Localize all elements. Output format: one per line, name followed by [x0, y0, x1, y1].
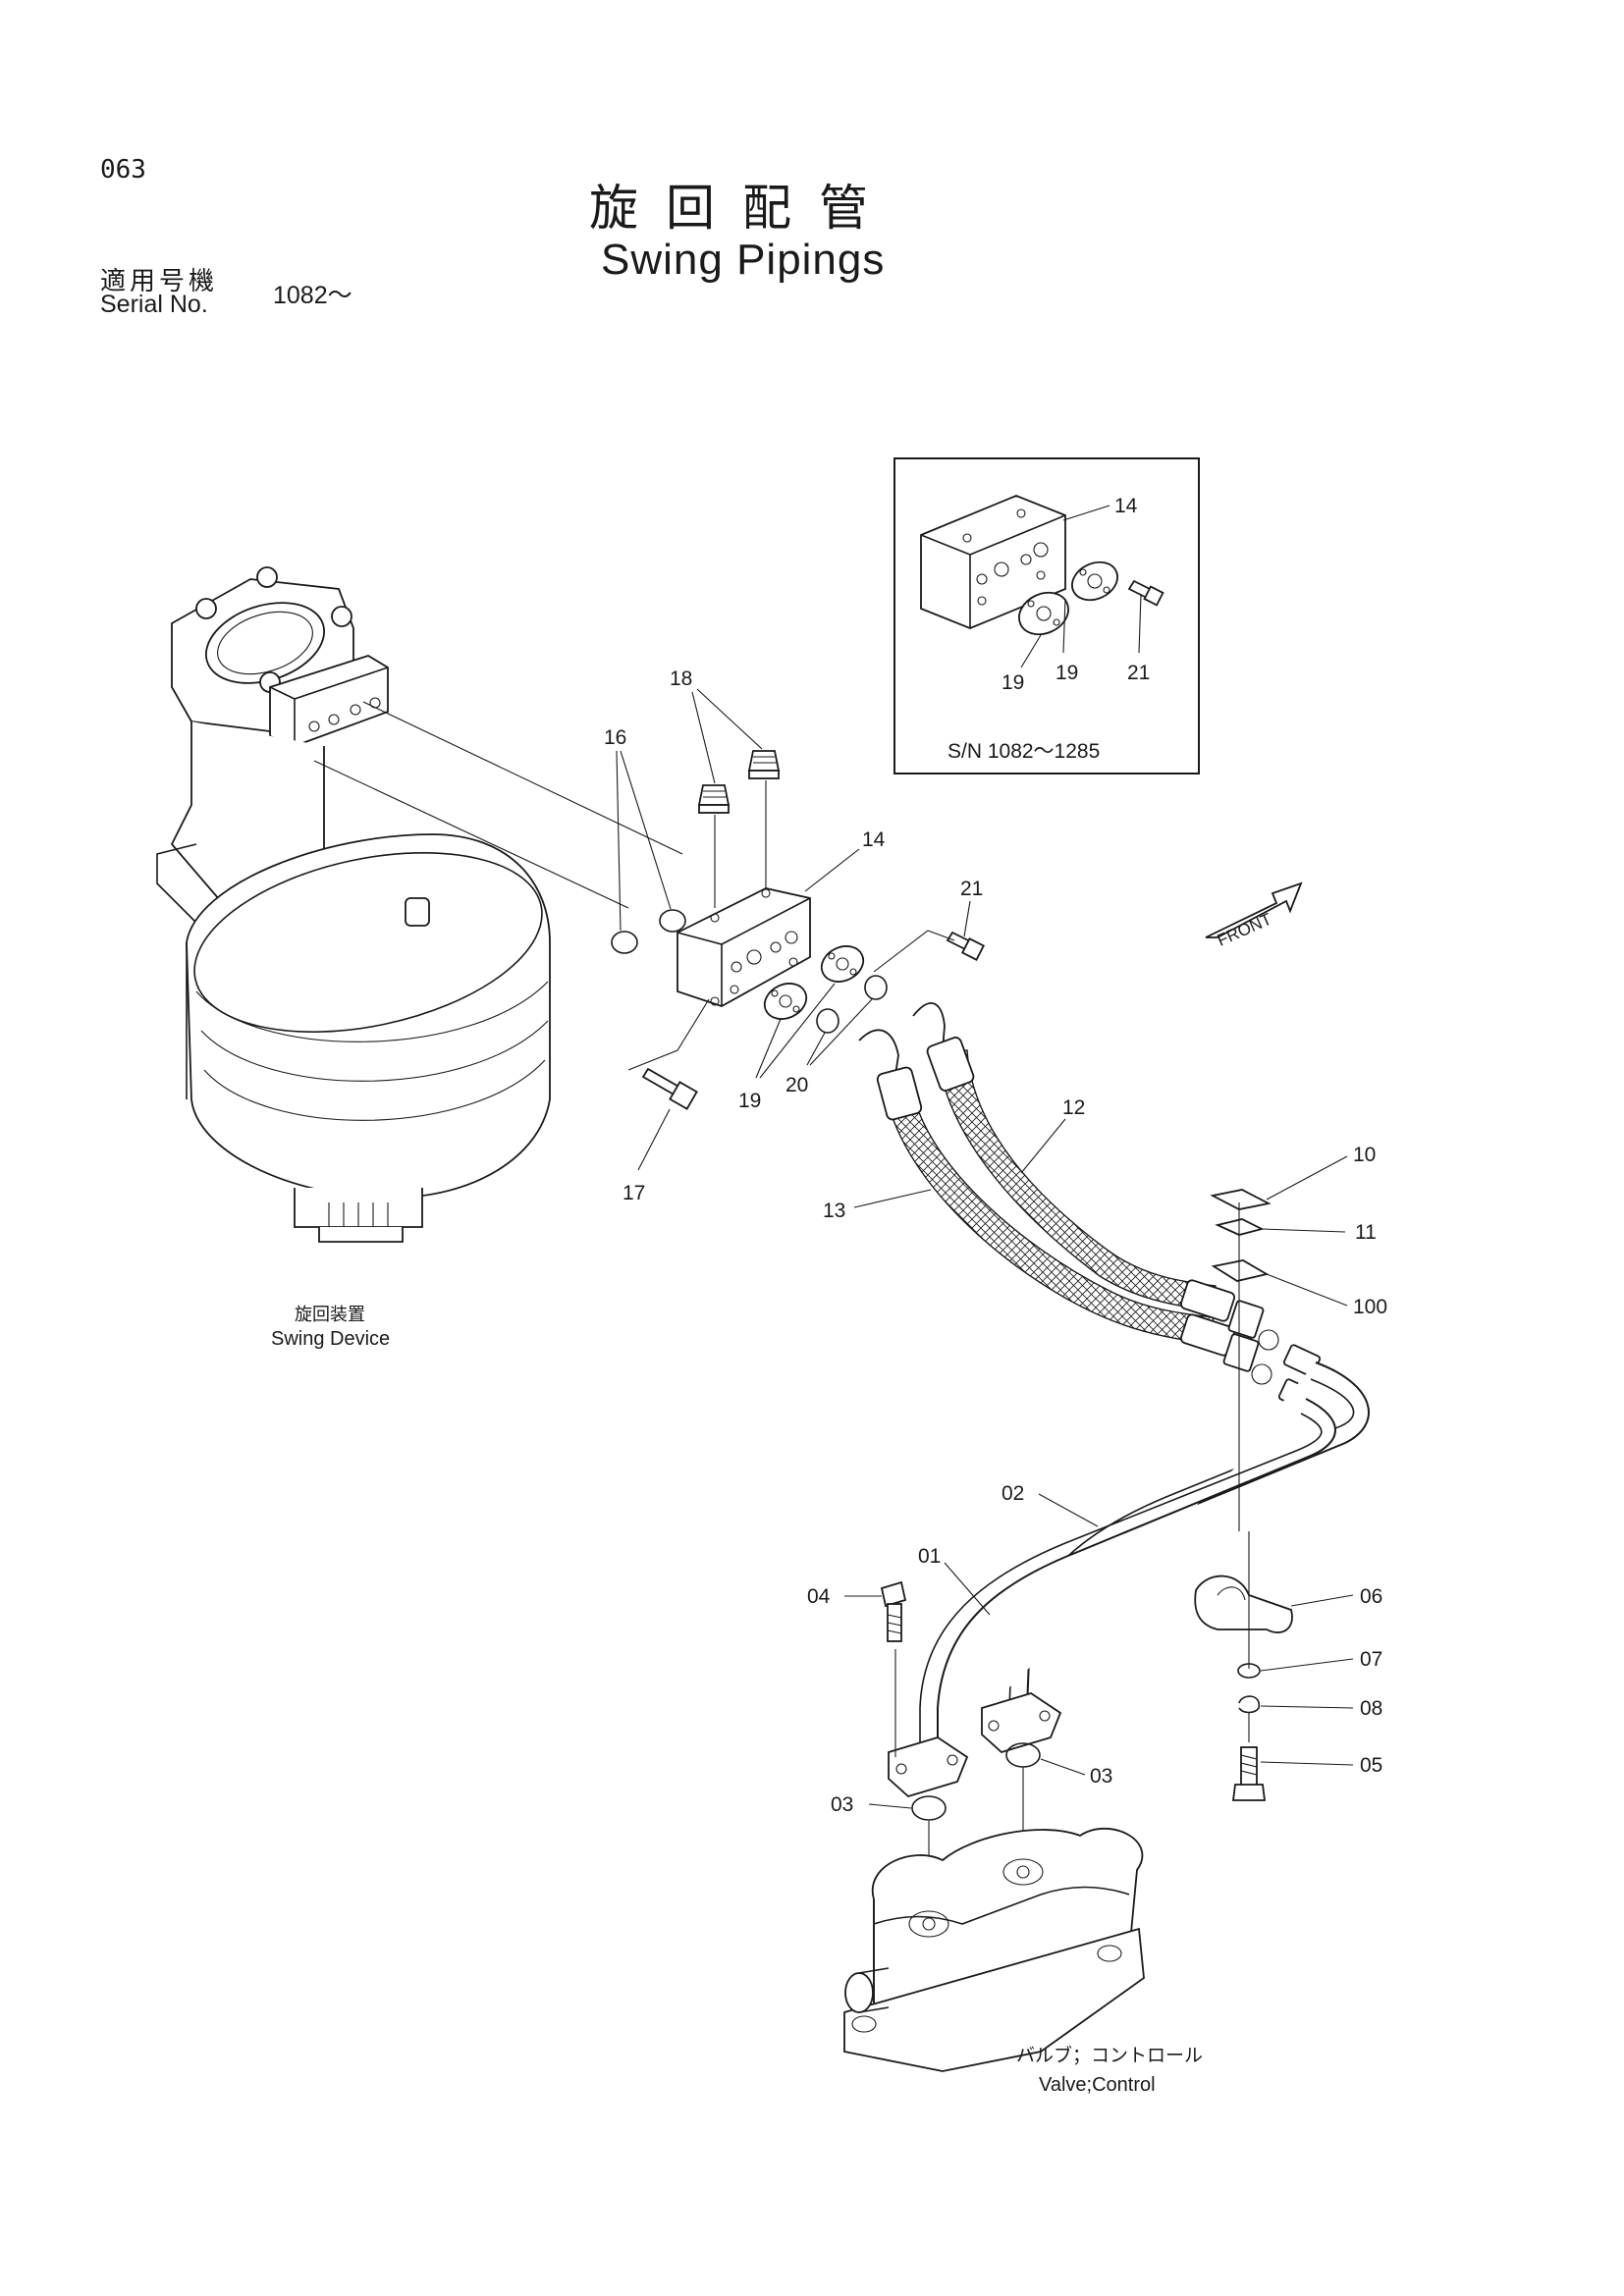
part-label-07: 07 [1360, 1648, 1382, 1671]
part-label-100: 100 [1353, 1296, 1387, 1318]
inset-label-19a: 19 [1001, 671, 1024, 694]
page-title: Swing Pipings [601, 236, 886, 284]
part-label-03-left: 03 [831, 1793, 853, 1816]
valve-caption-japanese: バルブ；コントロール [1016, 2044, 1203, 2066]
part-label-13: 13 [823, 1200, 845, 1222]
swing-device-caption-japanese: 旋回装置 [295, 1305, 365, 1324]
clamp-parts [1194, 1189, 1293, 1801]
part-label-05: 05 [1360, 1754, 1382, 1777]
part-label-03-right: 03 [1090, 1765, 1112, 1788]
serial-label-japanese: 適用号機 [100, 267, 219, 296]
page-number: 063 [100, 155, 146, 185]
inset-label-21: 21 [1127, 662, 1150, 684]
valve-caption: Valve;Control [1039, 2074, 1156, 2096]
part-label-14: 14 [862, 828, 886, 851]
front-arrow: FRONT [1205, 881, 1303, 950]
part-callouts: 18 16 14 21 19 20 17 12 13 10 11 [604, 667, 1387, 1816]
part-label-08: 08 [1360, 1697, 1382, 1720]
part-label-21: 21 [960, 878, 983, 900]
part-label-10: 10 [1353, 1144, 1376, 1166]
inset-label-14: 14 [1114, 495, 1138, 517]
hoses [858, 1002, 1279, 1385]
swing-device [156, 566, 551, 1243]
manifold-assembly [611, 750, 985, 1110]
part-label-19: 19 [738, 1090, 761, 1112]
part-label-04: 04 [807, 1585, 831, 1608]
part-label-18: 18 [670, 667, 692, 690]
part-label-01: 01 [918, 1545, 941, 1568]
part-label-02: 02 [1001, 1482, 1024, 1505]
part-label-12: 12 [1062, 1096, 1085, 1119]
inset-serial-range: S/N 1082～1285 [947, 740, 1100, 763]
part-label-20: 20 [785, 1074, 808, 1096]
part-label-11: 11 [1355, 1221, 1377, 1244]
serial-value: 1082～ [273, 282, 352, 309]
inset-label-19b: 19 [1056, 662, 1078, 684]
part-label-06: 06 [1360, 1585, 1382, 1608]
serial-label: Serial No. [100, 291, 208, 318]
part-label-17: 17 [623, 1182, 645, 1204]
front-label: FRONT [1215, 910, 1274, 950]
part-label-16: 16 [604, 726, 626, 749]
page-title-japanese: 旋回配管 [589, 180, 895, 237]
inset-drawing: 14 19 19 21 S/N 1082～1285 [920, 495, 1164, 763]
swing-device-caption: Swing Device [271, 1328, 390, 1350]
control-valve [843, 1827, 1145, 2072]
inset-frame [893, 457, 1200, 774]
pipes [888, 1344, 1370, 1798]
